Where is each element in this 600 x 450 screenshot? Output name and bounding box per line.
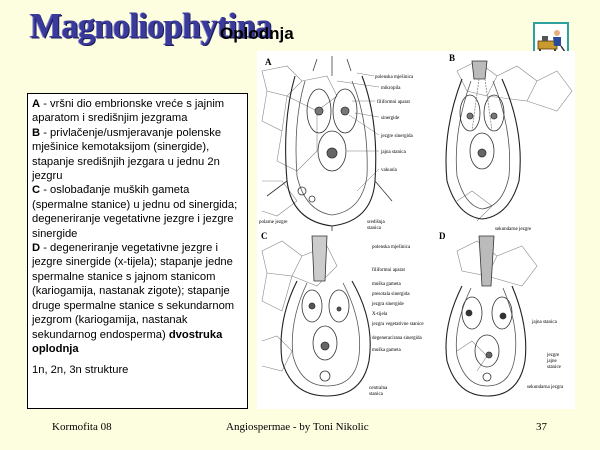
c-label-4: jezgra sinergide bbox=[371, 302, 404, 307]
item-a: A - vršni dio embrionske vreće s jajnim … bbox=[32, 97, 243, 126]
b-label: sekundarne jezgre bbox=[495, 227, 532, 232]
d-label-4: sekundarna jezgra bbox=[527, 385, 564, 390]
item-b-letter: B bbox=[32, 126, 41, 139]
d-label-0: jajna stanica bbox=[531, 320, 558, 325]
a-label-3: sinergide bbox=[381, 116, 400, 121]
item-d-text: - degeneriranje vegetativne jezgre i jez… bbox=[32, 242, 235, 341]
c-label-central-1: centralna bbox=[369, 386, 388, 391]
c-label-8: muška gameta bbox=[372, 348, 402, 353]
item-d: D - degeneriranje vegetativne jezgre i j… bbox=[32, 241, 243, 356]
c-label-2: muška gameta bbox=[372, 282, 402, 287]
item-c-text: - oslobađanje muških gameta (spermalne s… bbox=[32, 184, 238, 240]
a-label-central-2: stanica bbox=[367, 226, 382, 231]
item-d-bold: dvostruka oplodnja bbox=[32, 328, 223, 355]
a-label-1: mikropila bbox=[381, 86, 401, 91]
panel-c-drawing bbox=[280, 235, 371, 397]
fertilization-figure: A B C D polenska mješinica mikropila fil… bbox=[257, 51, 575, 409]
footer-page-number: 37 bbox=[536, 421, 547, 433]
item-a-letter: A bbox=[32, 98, 41, 110]
c-label-5: X-tijela bbox=[372, 312, 388, 317]
item-d-letter: D bbox=[32, 242, 41, 255]
a-label-0: polenska mješinica bbox=[375, 75, 414, 80]
d-label-1: jezgre bbox=[546, 353, 560, 358]
panel-b-drawing bbox=[445, 60, 521, 220]
panel-label-a: A bbox=[265, 57, 272, 67]
a-label-polar: polarne jezgre bbox=[259, 220, 288, 225]
description-box: A - vršni dio embrionske vreće s jajnim … bbox=[27, 93, 248, 409]
c-label-1: filiformni aparat bbox=[372, 268, 406, 273]
panel-label-b: B bbox=[449, 53, 455, 63]
item-a-text: - vršni dio embrionske vreće s jajnim ap… bbox=[32, 98, 225, 125]
panel-label-d: D bbox=[439, 231, 446, 241]
a-label-5: jajna stanica bbox=[380, 150, 407, 155]
a-label-6: vakuola bbox=[381, 168, 398, 173]
item-b-text: - privlačenje/usmjeravanje polenske mješ… bbox=[32, 126, 222, 183]
d-label-3: stanice bbox=[547, 365, 562, 370]
panel-label-c: C bbox=[261, 231, 268, 241]
item-c: C - oslobađanje muških gameta (spermalne… bbox=[32, 183, 243, 241]
item-b: B - privlačenje/usmjeravanje polenske mj… bbox=[32, 126, 243, 184]
ploidy-note: 1n, 2n, 3n strukture bbox=[32, 364, 129, 377]
c-label-central-2: stanica bbox=[369, 392, 384, 397]
c-label-6: jezgra vegetativne stanice bbox=[371, 322, 424, 327]
c-label-0: polenska mješinica bbox=[372, 245, 411, 250]
item-c-letter: C bbox=[32, 184, 41, 197]
a-label-4: jezgre sinergida bbox=[380, 134, 413, 139]
page-title: Magnoliophytina bbox=[30, 7, 272, 46]
a-label-central-1: središnja bbox=[367, 220, 386, 225]
c-label-7: degeneracirana sinergida bbox=[372, 336, 423, 341]
d-label-2: jajne bbox=[546, 359, 557, 364]
panel-d-drawing bbox=[445, 235, 527, 397]
panel-a-drawing bbox=[266, 56, 393, 231]
footer-course: Kormofita 08 bbox=[52, 421, 112, 433]
c-label-3: presotala sinergida bbox=[372, 292, 410, 297]
a-label-2: filiformni aparat bbox=[377, 100, 411, 105]
footer-author: Angiospermae - by Toni Nikolic bbox=[226, 421, 369, 433]
page-subtitle: Oplodnja bbox=[220, 24, 294, 43]
